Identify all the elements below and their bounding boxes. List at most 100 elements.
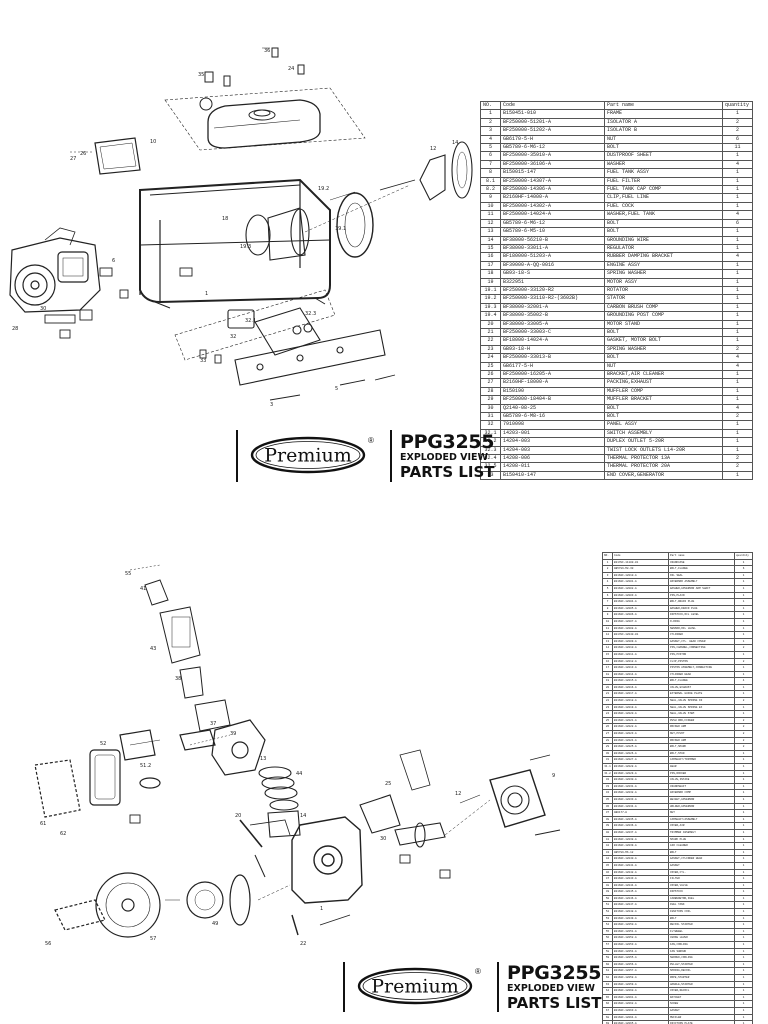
cell-code: B2160F-12053-A xyxy=(612,941,669,949)
cell-part-name: GASKET,CYL. HEAD COVER xyxy=(668,637,735,646)
cell-quantity: 1 xyxy=(734,914,753,923)
cell-code: GB6177-H xyxy=(612,809,669,817)
cell-part-name: WASHER xyxy=(604,159,723,170)
cell-no: 31 xyxy=(480,412,501,422)
cell-part-name: SEAL,VALVE SPRING EX xyxy=(668,703,735,712)
cell-part-name: BOLT xyxy=(668,848,735,857)
cell-quantity: 1 xyxy=(734,861,753,870)
svg-text:1: 1 xyxy=(320,906,323,912)
cell-quantity: 1 xyxy=(734,934,753,943)
cell-part-name: THERMAL PROTECTOR 20A xyxy=(604,462,723,472)
table-header-row: NO. Code Part name quantity xyxy=(480,100,753,111)
cell-part-name: CYLINDER xyxy=(668,631,735,639)
cell-code: BF250000-51201-A xyxy=(500,117,605,128)
cell-code: BF250000-35910-A xyxy=(500,151,605,161)
cell-no: 39 xyxy=(602,822,613,830)
cell-part-name: COVER,CYL. xyxy=(668,868,735,877)
svg-text:14: 14 xyxy=(300,813,306,819)
cell-quantity: 1 xyxy=(722,109,753,119)
cell-part-name: ROTATOR xyxy=(604,285,723,296)
cell-part-name: ISOLATOR B xyxy=(604,126,723,136)
cell-no: 65 xyxy=(602,993,613,1002)
svg-text:14: 14 xyxy=(452,140,458,146)
cell-code: BF250000-33120-R2 xyxy=(500,285,605,296)
cell-code: B150451-010 xyxy=(500,109,605,119)
cell-code: 14208-006 xyxy=(500,454,605,464)
svg-text:43: 43 xyxy=(150,646,156,652)
cell-code: B2160F-12049-A xyxy=(612,914,669,923)
cell-quantity: 1 xyxy=(734,888,753,896)
cell-quantity: 1 xyxy=(734,578,753,586)
svg-text:32.3: 32.3 xyxy=(305,311,316,317)
cell-code: B217HF-11100-01 xyxy=(612,558,669,567)
cell-code: BF250000-33003-C xyxy=(500,327,605,338)
cell-part-name: DIPSTICK,OIL LEVEL xyxy=(668,611,735,619)
cell-quantity: 1 xyxy=(734,809,753,817)
cell-no: 42 xyxy=(602,842,613,850)
cell-code: B2160F-12027-A xyxy=(612,756,669,764)
cell-part-name: VALVE,EXHAUST xyxy=(668,683,735,692)
cell-no: 57 xyxy=(602,941,613,949)
cell-part-name: VALVE,INTAKE xyxy=(668,776,735,784)
cell-part-name: BOLT xyxy=(604,403,723,414)
cell-part-name: DIPSTICK xyxy=(668,888,735,896)
cell-code: B2160F-12057-A xyxy=(612,967,669,975)
svg-text:24: 24 xyxy=(288,66,294,72)
cell-part-name: FAN SHROUD xyxy=(668,947,735,956)
cell-quantity: 1 xyxy=(722,302,753,313)
cell-code: GB6177-5-H xyxy=(500,361,605,372)
cell-part-name: BOLT,STUD xyxy=(668,749,735,758)
cell-no: 26 xyxy=(602,723,613,732)
cell-quantity: 1 xyxy=(734,908,753,916)
cell-code: B2160F-12002-A xyxy=(612,584,669,593)
cell-code: B2160F-12046-A xyxy=(612,894,669,903)
frame-drawing xyxy=(139,178,331,309)
motor-assy-drawing xyxy=(245,141,473,261)
cell-no: 67 xyxy=(602,1006,613,1015)
engine-drawing xyxy=(9,227,101,313)
cell-part-name: O-RING xyxy=(668,617,735,626)
air-cleaner-drawing xyxy=(34,729,161,818)
cell-code: B2160F-12062-A xyxy=(612,1000,669,1008)
header-no: NO. xyxy=(602,552,613,560)
cell-part-name: CLIP,FUEL LINE xyxy=(604,193,723,203)
cell-code: GB5789-6-M6-12 xyxy=(500,143,605,153)
cell-quantity: 1 xyxy=(734,571,753,580)
cell-quantity: 4 xyxy=(722,403,753,414)
cell-part-name: SPRING WASHER xyxy=(604,269,723,279)
cell-no: 21 xyxy=(602,690,613,699)
cell-no: 1 xyxy=(480,109,501,119)
cell-quantity: 1 xyxy=(722,311,753,321)
cell-code: BF38000-35002-B xyxy=(500,311,605,321)
svg-text:49: 49 xyxy=(212,921,218,927)
svg-text:6: 6 xyxy=(112,258,115,264)
cell-part-name: TWIST LOCK OUTLETS L14-20R xyxy=(604,445,723,456)
cell-part-name: FLYWHEEL xyxy=(668,927,735,936)
cell-quantity: 2 xyxy=(722,344,753,355)
logo-wordmark: Premium xyxy=(264,444,351,466)
cell-part-name: EXTERNAL GUIDE PLATE xyxy=(668,690,735,699)
cell-no: 26 xyxy=(480,369,501,380)
cell-part-name: REGULATOR xyxy=(604,243,723,254)
cell-no: 20 xyxy=(480,319,501,329)
cell-no: 52 xyxy=(602,908,613,916)
cell-no: 28 xyxy=(480,386,501,397)
cell-code: B2160F-12050-A xyxy=(612,921,669,929)
